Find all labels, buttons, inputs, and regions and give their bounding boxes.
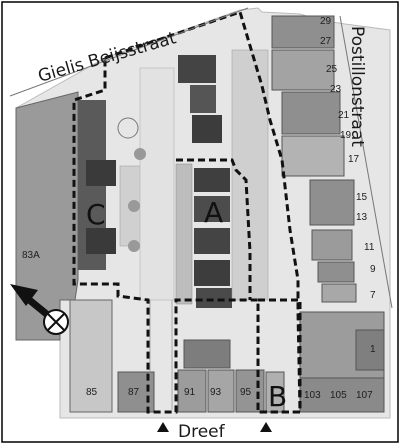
house-number: 103 <box>304 390 321 401</box>
house-number: 1 <box>370 344 376 355</box>
triangle-up-icon <box>260 422 272 432</box>
circle-cross-icon <box>43 309 69 335</box>
house-number: 11 <box>364 242 375 253</box>
zone-label-a: A <box>204 196 223 229</box>
house-number: 17 <box>348 154 360 165</box>
house-number: 23 <box>330 84 342 95</box>
house-number: 19 <box>340 130 352 141</box>
street-label-dreef: Dreef <box>178 422 226 442</box>
zone-c-buildings <box>78 100 151 270</box>
house-number: 87 <box>128 387 140 398</box>
zone-boundaries <box>72 10 302 414</box>
central-lane <box>117 67 175 410</box>
house-number: 7 <box>370 290 376 301</box>
house-number: 91 <box>184 387 196 398</box>
house-number: 15 <box>356 192 368 203</box>
house-number: 27 <box>320 36 332 47</box>
house-number: 93 <box>210 387 222 398</box>
triangle-up-icon <box>157 422 169 432</box>
house-number: 21 <box>338 110 350 121</box>
zone-label-b: B <box>268 380 287 413</box>
house-number: 105 <box>330 390 347 401</box>
house-number: 95 <box>240 387 252 398</box>
house-number: 25 <box>326 64 338 75</box>
zone-label-c: C <box>86 198 106 231</box>
zone-a-buildings <box>175 49 269 308</box>
postillon-parcels <box>271 15 385 379</box>
postillon-road-edge <box>339 15 393 309</box>
house-number: 107 <box>356 390 373 401</box>
house-number: 85 <box>86 387 98 398</box>
dreef-parcels <box>69 299 385 413</box>
house-number: 13 <box>356 212 368 223</box>
gielis-road-edge <box>9 7 249 97</box>
street-label-postillon: Postillonstraat <box>347 26 367 147</box>
house-number-83a: 83A <box>22 250 40 261</box>
house-number: 29 <box>320 16 332 27</box>
house-number: 9 <box>370 264 376 275</box>
